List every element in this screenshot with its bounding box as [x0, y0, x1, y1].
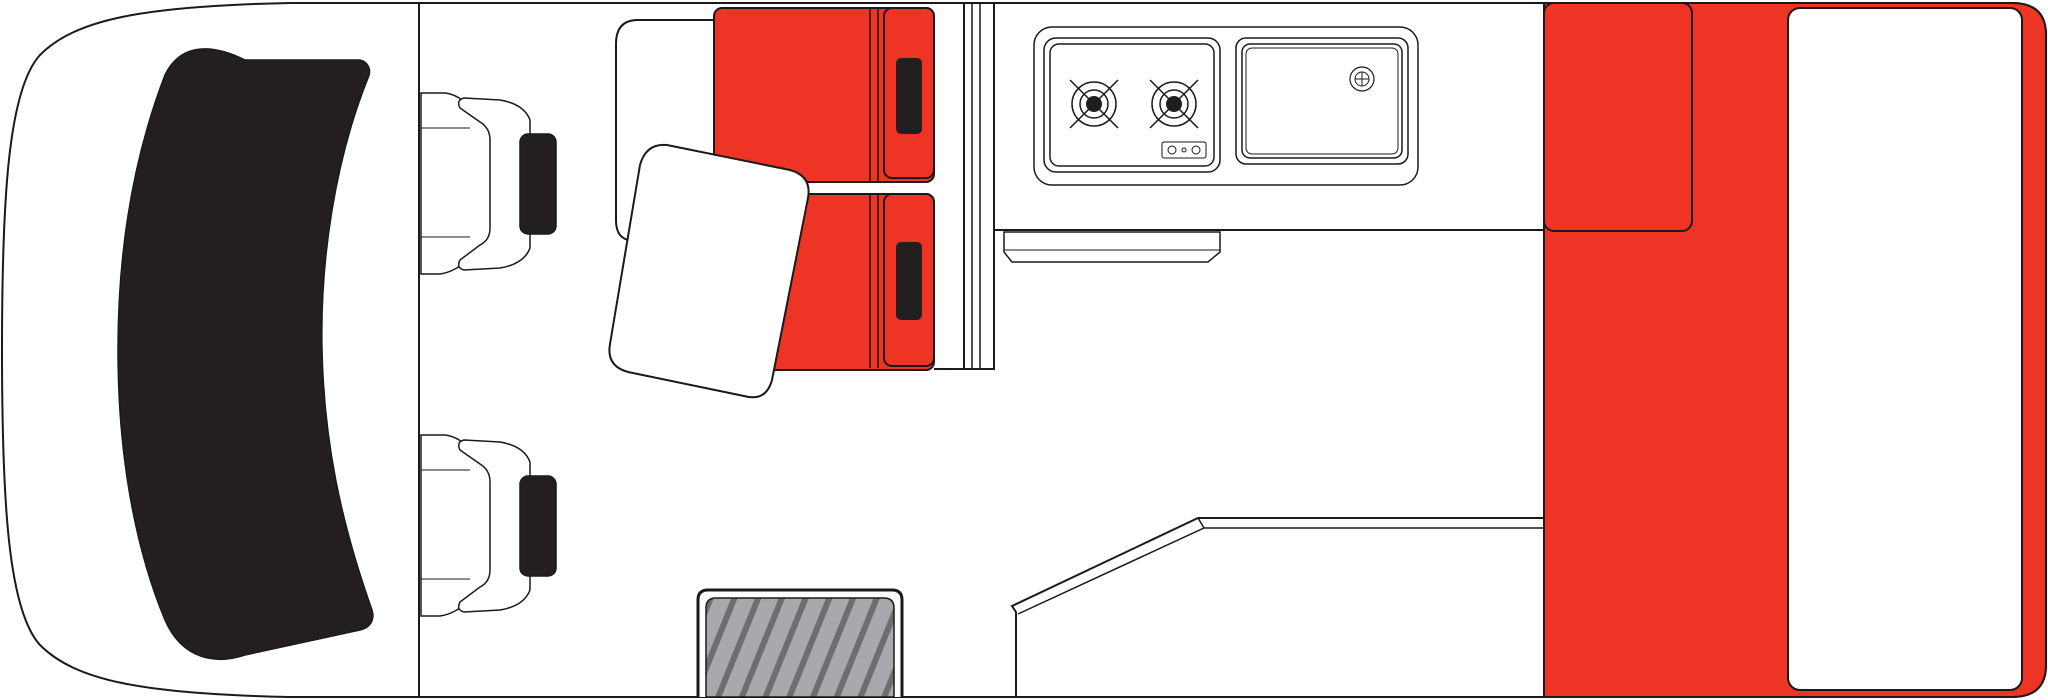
bench-partition — [934, 2, 995, 370]
bed-white-panel — [1787, 7, 2023, 691]
windshield — [117, 48, 374, 660]
passenger-headrest — [519, 475, 557, 577]
burner-icon — [1069, 79, 1119, 129]
lower-cabinet — [1010, 517, 1544, 697]
drain-icon — [1349, 66, 1375, 92]
bench-headrest-top — [896, 58, 922, 134]
kitchen-sink — [1235, 37, 1409, 165]
gas-cooktop — [1043, 37, 1221, 173]
rear-bed — [1543, 2, 2047, 698]
driver-seat — [420, 92, 557, 275]
kitchen-counter — [994, 229, 1544, 263]
passenger-seat — [420, 434, 557, 617]
dining-table — [608, 143, 810, 399]
driver-headrest — [519, 133, 557, 235]
burner-icon — [1149, 79, 1199, 129]
bed-pillow-area — [1543, 2, 1693, 232]
bench-headrest-bottom — [896, 242, 922, 320]
counter-drawer — [1003, 231, 1221, 263]
side-entry-step — [696, 588, 904, 698]
